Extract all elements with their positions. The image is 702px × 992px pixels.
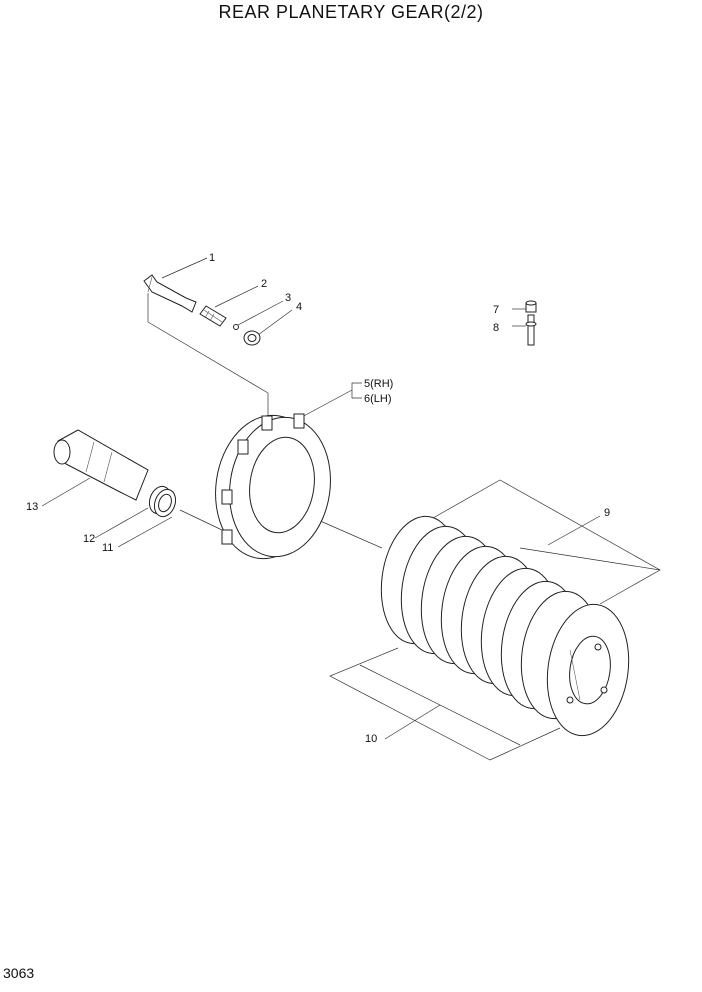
snap-ring-part [233, 324, 239, 330]
page-title: REAR PLANETARY GEAR(2/2) [218, 2, 484, 22]
callout-2: 2 [261, 278, 267, 290]
callout-5: 5(RH) [364, 378, 393, 390]
callout-1: 1 [209, 252, 215, 264]
callout-7: 7 [493, 304, 499, 316]
callout-10: 10 [365, 733, 377, 745]
callout-8: 8 [493, 322, 499, 334]
callout-12: 12 [83, 533, 95, 545]
callout-3: 3 [285, 292, 291, 304]
callout-6: 6(LH) [364, 393, 392, 405]
bolt-part [143, 274, 197, 313]
stud-pin-part [525, 314, 537, 346]
callout-13: 13 [26, 501, 38, 513]
callout-11: 11 [102, 542, 113, 554]
piston-plate-part [215, 413, 331, 560]
callout-9: 9 [604, 507, 610, 519]
shaft-part [53, 429, 149, 501]
clutch-disc-stack-part [380, 515, 630, 737]
callout-4: 4 [296, 301, 302, 313]
page-number: 3063 [3, 965, 35, 981]
threaded-pin-part [199, 305, 227, 327]
plug-part [525, 300, 537, 313]
nut-part [243, 330, 261, 346]
seal-ring-part [148, 485, 177, 518]
